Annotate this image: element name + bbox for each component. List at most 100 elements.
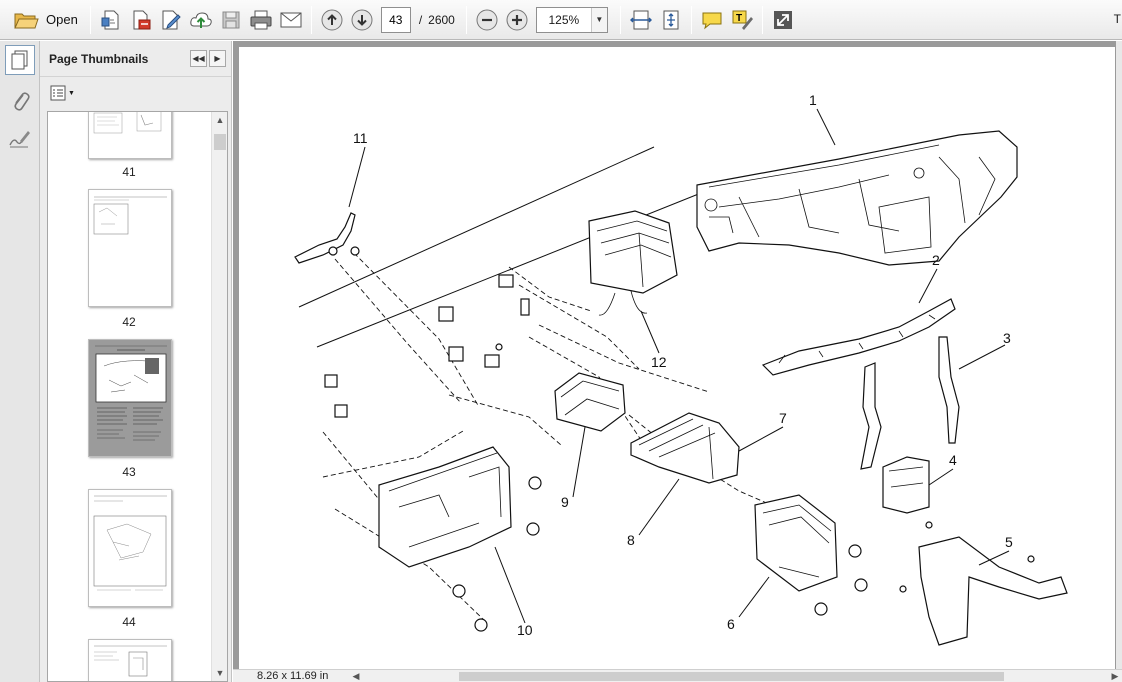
open-button[interactable]: Open [6,5,85,35]
assembly-line [538,324,710,393]
navigation-rail [0,41,40,682]
email-button[interactable] [276,5,306,35]
callout-12: 12 [651,354,667,370]
chevron-down-icon: ▼ [68,89,75,97]
callout-10: 10 [517,622,533,638]
toolbar-separator [761,5,763,34]
toolbar-overflow-text: T [1113,12,1121,26]
print-button[interactable] [246,5,276,35]
edit-pdf-icon [162,10,181,29]
signatures-tab[interactable] [5,123,35,153]
scroll-left-arrow-icon[interactable]: ◀ [352,671,360,681]
document-horizontal-scrollbar[interactable]: ◀ ▶ [349,670,1122,682]
toolbar-separator [310,5,312,34]
callout-3: 3 [1003,330,1011,346]
arrow-up-circle-icon [321,9,343,30]
paperclip-icon [14,92,30,111]
page-preview-image [93,112,162,134]
save-icon [222,11,240,28]
previous-page-button[interactable] [317,5,347,35]
attachments-tab[interactable] [5,87,35,117]
chevron-right-icon[interactable]: ▶ [209,50,226,67]
collapse-panel-button[interactable]: ◀◀ [190,50,207,67]
document-page: 1 2 3 4 5 6 7 8 9 10 11 12 [239,47,1115,669]
signature-pen-icon [9,131,30,148]
part-defroster-grille [554,372,626,432]
zoom-out-button[interactable] [472,5,502,35]
guide-line [298,146,655,308]
scroll-down-arrow-icon[interactable]: ▼ [215,668,225,678]
assembly-line [334,258,462,404]
comment-button[interactable] [697,5,727,35]
scroll-up-arrow-icon[interactable]: ▲ [215,115,225,125]
zoom-select[interactable]: 125% ▼ [535,6,608,33]
callout-9: 9 [561,494,569,510]
assembly-line [322,430,464,478]
document-vertical-scrollbar[interactable] [1116,41,1122,669]
assembly-line [518,284,640,370]
part-instrument-panel [696,130,1018,266]
upload-button[interactable] [186,5,216,35]
thumbnail-page-42[interactable] [88,189,172,307]
callout-2: 2 [932,252,940,268]
panel-header: Page Thumbnails ◀◀ ▶ [40,41,231,77]
svg-text:T: T [736,13,742,24]
thumbnail-page-number: 44 [122,615,136,629]
thumbnail-page-44[interactable] [88,489,172,607]
options-menu-button[interactable]: ▼ [48,82,77,104]
assembly-line [353,252,480,408]
page-number-input[interactable] [380,6,411,33]
toolbar-separator [690,5,692,34]
assembly-line [528,336,660,468]
callout-7: 7 [779,410,787,426]
status-bar: 8.26 x 11.69 in ◀ ▶ [233,669,1122,682]
panel-options-bar: ▼ [40,77,231,109]
scroll-right-arrow-icon[interactable]: ▶ [1111,671,1119,681]
next-page-button[interactable] [347,5,377,35]
fit-width-button[interactable] [626,5,656,35]
export-pdf-button[interactable] [126,5,156,35]
thumbnail-page-41[interactable] [88,112,172,159]
document-viewport[interactable]: 1 2 3 4 5 6 7 8 9 10 11 12 8.26 x 11.69 … [233,41,1122,682]
page-total: 2600 [428,12,455,27]
callout-1: 1 [809,92,817,108]
page-thumbnails-tab[interactable] [5,45,35,75]
part-duct-housing [630,412,740,484]
thumbnail-page-45[interactable] [88,639,172,681]
save-button[interactable] [216,5,246,35]
toolbar-separator [89,5,91,34]
expand-icon [773,10,792,29]
chevron-down-icon[interactable]: ▼ [590,7,607,32]
part-floor-duct [882,456,930,514]
page-separator: / [418,12,423,27]
thumbnail-page-number: 41 [122,165,136,179]
thumbnail-scrollbar[interactable]: ▲ ▼ [211,112,227,681]
zoom-in-button[interactable] [502,5,532,35]
callout-8: 8 [627,532,635,548]
open-label: Open [46,12,78,27]
exploded-parts-diagram: 1 2 3 4 5 6 7 8 9 10 11 12 [294,92,1068,646]
part-rear-duct [918,536,1068,646]
plus-circle-icon [506,9,528,30]
assembly-line [508,266,592,312]
thumbnail-page-43[interactable] [88,339,172,457]
toolbar-separator [465,5,467,34]
part-heater-case [378,446,542,632]
page-preview-image [94,645,167,677]
fit-page-button[interactable] [656,5,686,35]
create-pdf-icon [101,10,119,29]
highlight-text-button[interactable]: T [727,5,757,35]
scrollbar-thumb[interactable] [459,672,1004,681]
edit-pdf-button[interactable] [156,5,186,35]
cloud-upload-icon [190,11,212,28]
export-pdf-icon [133,10,151,29]
fullscreen-button[interactable] [768,5,798,35]
minus-circle-icon [476,9,498,30]
envelope-icon [280,12,302,27]
fit-width-icon [629,10,652,29]
thumbnail-list[interactable]: 41 42 43 [47,111,228,682]
toolbar-separator [619,5,621,34]
create-pdf-button[interactable] [96,5,126,35]
scrollbar-thumb[interactable] [214,134,226,150]
folder-icon [14,13,39,28]
